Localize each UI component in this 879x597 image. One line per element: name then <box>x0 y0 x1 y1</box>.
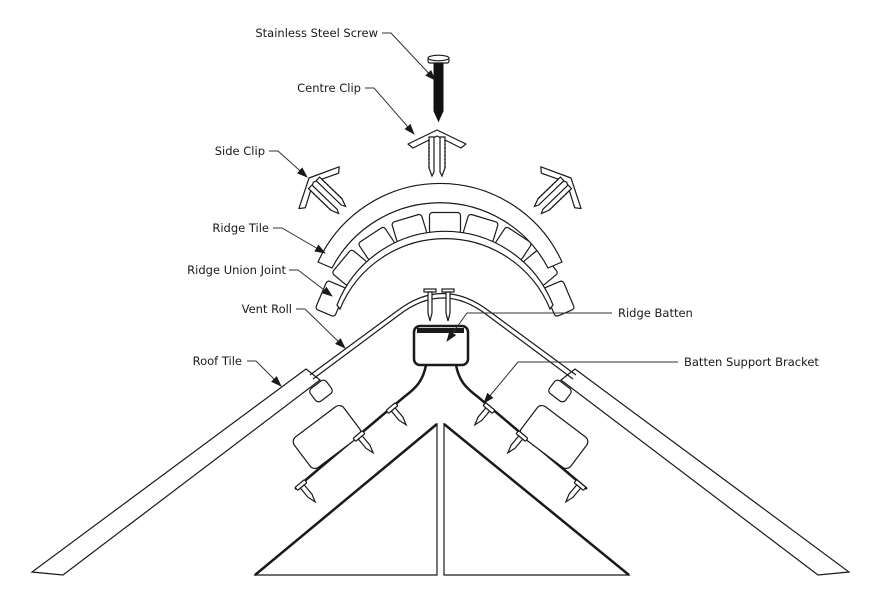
stainless-steel-screw-graphic <box>427 54 450 123</box>
label-ridge-tile: Ridge Tile <box>212 221 269 235</box>
leader-vent-roll <box>296 308 346 349</box>
leader-side-clip <box>269 150 308 178</box>
label-roof-tile: Roof Tile <box>193 354 242 368</box>
rafter-right-top-edge <box>443 423 630 576</box>
centre-clip-graphic <box>407 129 467 177</box>
label-batten-support-bracket: Batten Support Bracket <box>684 355 819 369</box>
label-ridge-batten: Ridge Batten <box>618 306 693 320</box>
bracket-plate-right <box>519 404 589 470</box>
bracket-nail <box>352 430 379 458</box>
roof-tile-right-graphic <box>548 368 851 576</box>
ridge-union-joint-band <box>336 230 554 311</box>
leader-ridge-union-joint <box>289 269 333 297</box>
leader-lines <box>247 32 678 404</box>
bracket-nail <box>502 430 529 458</box>
bracket-nail <box>560 479 587 507</box>
ridge-batten-top-strip <box>417 328 464 333</box>
label-centre-clip: Centre Clip <box>297 81 361 95</box>
label-stainless-steel-screw: Stainless Steel Screw <box>255 26 378 40</box>
roof-tile-left-interlock-notch <box>309 379 333 403</box>
label-vent-roll: Vent Roll <box>242 302 292 316</box>
roof-tile-left-graphic <box>30 368 333 576</box>
batten-nail <box>423 288 437 322</box>
leader-ridge-tile <box>273 227 326 254</box>
label-ridge-union-joint: Ridge Union Joint <box>187 263 286 277</box>
roof-tile-right-interlock-notch <box>548 379 572 403</box>
bracket-nail <box>469 402 496 430</box>
ridge-tile-graphic <box>317 182 563 269</box>
bracket-nail <box>294 479 321 507</box>
screw-head-cap <box>427 54 450 62</box>
batten-support-bracket-left <box>292 364 428 507</box>
vent-roll-graphic <box>309 293 577 380</box>
leader-centre-clip <box>365 87 415 135</box>
leader-batten-support-bracket <box>483 361 678 404</box>
ridge-union-joint-graphic <box>315 211 575 317</box>
batten-support-bracket-right <box>454 364 589 507</box>
leader-ridge-batten <box>446 312 612 342</box>
leader-roof-tile <box>247 360 282 387</box>
screw-shaft <box>433 62 444 123</box>
label-side-clip: Side Clip <box>215 144 265 158</box>
ridge-union-tile <box>428 211 462 235</box>
rafter-left-top-edge <box>254 423 438 576</box>
rafter-left <box>253 422 438 576</box>
rafter-right <box>443 422 631 576</box>
leader-stainless-steel-screw <box>382 32 436 81</box>
bracket-nail <box>385 402 412 430</box>
batten-nail <box>441 288 455 322</box>
bracket-plate-left <box>292 404 362 470</box>
diagram-labels: Stainless Steel Screw Centre Clip Side C… <box>187 26 819 369</box>
